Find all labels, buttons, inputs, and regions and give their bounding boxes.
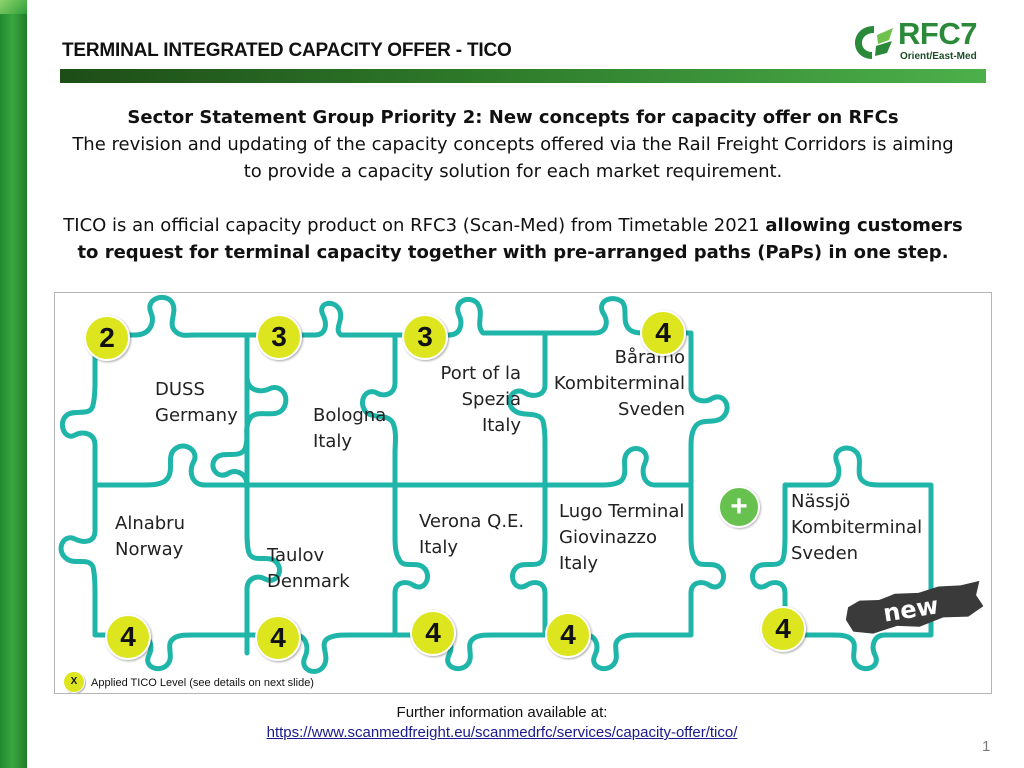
level-badge-lugo: 4 bbox=[545, 612, 591, 658]
left-accent-bar bbox=[0, 0, 27, 768]
intro-line-2: to provide a capacity solution for each … bbox=[243, 161, 783, 182]
terminal-label-nassjo: Nässjö Kombiterminal Sveden bbox=[791, 491, 923, 564]
terminal-label-baramo: Båramo Kombiterminal Sveden bbox=[553, 347, 685, 420]
level-badge-nassjo: 4 bbox=[760, 606, 806, 652]
terminal-label-verona: Verona Q.E. Italy bbox=[419, 511, 525, 558]
intro-p2-bold-1: allowing customers bbox=[765, 215, 963, 236]
left-bar-top-highlight bbox=[0, 0, 27, 14]
further-info-text: Further information available at: bbox=[396, 704, 608, 721]
intro-p2-normal: TICO is an official capacity product on … bbox=[63, 215, 760, 236]
level-badge-alnabru: 4 bbox=[105, 614, 151, 660]
intro-heading: Sector Statement Group Priority 2: New c… bbox=[127, 107, 899, 128]
logo-mark-icon bbox=[855, 26, 893, 59]
level-badge-duss: 2 bbox=[84, 315, 130, 361]
intro-p2-bold-2: to request for terminal capacity togethe… bbox=[77, 242, 949, 263]
slide-title: TERMINAL INTEGRATED CAPACITY OFFER - TIC… bbox=[62, 40, 512, 61]
terminal-label-duss: DUSS Germany bbox=[155, 379, 238, 426]
puzzle-outlines bbox=[58, 295, 934, 674]
terminal-label-taulov: Taulov Denmark bbox=[267, 545, 350, 592]
level-badge-baramo: 4 bbox=[640, 310, 686, 356]
intro-text-block: Sector Statement Group Priority 2: New c… bbox=[40, 104, 986, 266]
legend-badge: X bbox=[63, 671, 85, 693]
intro-paragraph-2: TICO is an official capacity product on … bbox=[40, 212, 986, 239]
terminal-label-lugo: Lugo Terminal Giovinazzo Italy bbox=[559, 501, 685, 574]
terminal-label-bologna: Bologna Italy bbox=[313, 405, 387, 452]
level-badge-la-spezia: 3 bbox=[402, 314, 448, 360]
rfc7-logo: RFC7 Orient/East-Med bbox=[852, 16, 992, 64]
logo-text: RFC7 bbox=[898, 16, 977, 51]
plus-icon: + bbox=[718, 486, 760, 528]
level-badge-bologna: 3 bbox=[256, 314, 302, 360]
level-badge-verona: 4 bbox=[410, 610, 456, 656]
title-underline-bar bbox=[60, 69, 986, 83]
intro-line-1: The revision and updating of the capacit… bbox=[72, 134, 954, 155]
terminal-label-la-spezia: Port of la Spezia Italy bbox=[440, 363, 521, 436]
level-badge-taulov: 4 bbox=[255, 615, 301, 661]
page-number: 1 bbox=[982, 738, 991, 755]
logo-subtitle: Orient/East-Med bbox=[900, 51, 977, 62]
terminal-label-alnabru: Alnabru Norway bbox=[115, 513, 185, 560]
legend-text: Applied TICO Level (see details on next … bbox=[91, 677, 314, 689]
tico-info-link[interactable]: https://www.scanmedfreight.eu/scanmedrfc… bbox=[266, 724, 738, 741]
terminal-puzzle-figure: DUSS Germany Bologna Italy Port of la Sp… bbox=[54, 292, 992, 694]
